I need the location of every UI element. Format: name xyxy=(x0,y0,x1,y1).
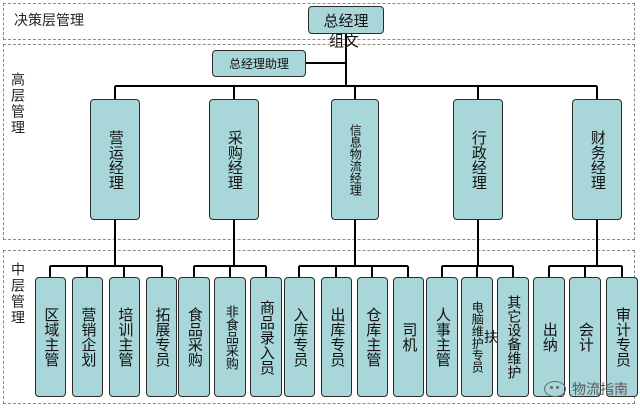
leaf-label: 人事主管 xyxy=(433,307,452,367)
general-manager-label: 总经理 xyxy=(323,11,369,30)
assistant-box: 总经理助理 xyxy=(212,50,306,77)
manager-box-finance: 财务经理 xyxy=(572,99,622,220)
leaf-box: 仓库主管 xyxy=(357,277,388,397)
leaf-box: 其它设备维护 xyxy=(497,277,529,397)
leaf-label: 入库专员 xyxy=(291,307,310,367)
manager-label: 行政经理 xyxy=(469,129,488,190)
manager-box-purchasing: 采购经理 xyxy=(209,99,259,220)
leaf-box: 拓展专员 xyxy=(146,277,177,397)
decision-layer-section xyxy=(3,3,635,40)
leaf-box: 区域主管 xyxy=(35,277,66,397)
watermark: 物流指南 xyxy=(544,379,628,399)
leaf-box: 司机 xyxy=(393,277,424,397)
leaf-label: 出纳 xyxy=(540,322,559,352)
middle-layer-label: 中层管理 xyxy=(9,262,25,326)
manager-label: 信息物流经理 xyxy=(348,123,363,196)
leaf-box: 出库专员 xyxy=(321,277,352,397)
manager-box-logistics: 信息物流经理 xyxy=(331,99,379,220)
leaf-label: 司机 xyxy=(400,322,419,352)
leaf-box: 非食品采购 xyxy=(214,277,246,397)
leaf-label: 营销企划 xyxy=(79,307,98,367)
leaf-label: 电脑维护专员 xyxy=(470,301,485,373)
leaf-box: 电脑维护专员 xyxy=(461,277,493,397)
leaf-label: 非食品采购 xyxy=(222,304,238,370)
leaf-box: 培训主管 xyxy=(109,277,140,397)
leaf-label: 审计专员 xyxy=(613,307,632,367)
general-manager-box: 总经理 xyxy=(308,6,384,34)
leaf-box: 会计 xyxy=(569,277,601,397)
leaf-label: 拓展专员 xyxy=(153,307,172,367)
decision-layer-label: 决策层管理 xyxy=(14,13,84,29)
leaf-label: 出库专员 xyxy=(328,307,347,367)
leaf-box: 入库专员 xyxy=(284,277,315,397)
wechat-icon xyxy=(544,381,566,397)
manager-label: 财务经理 xyxy=(588,129,607,190)
leaf-label: 仓库主管 xyxy=(364,307,383,367)
manager-box-admin: 行政经理 xyxy=(453,99,503,220)
leaf-label: 商品录入员 xyxy=(257,299,276,375)
high-layer-label: 高层管理 xyxy=(9,72,25,136)
leaf-box: 出纳 xyxy=(533,277,565,397)
manager-label: 营运经理 xyxy=(106,129,125,190)
leaf-overlap-text: 扶 xyxy=(484,330,498,346)
leaf-box: 审计专员 xyxy=(606,277,638,397)
leaf-label: 食品采购 xyxy=(185,307,204,367)
leaf-box: 食品采购 xyxy=(178,277,210,397)
leaf-box: 人事主管 xyxy=(426,277,458,397)
leaf-label: 会计 xyxy=(576,322,595,352)
watermark-text: 物流指南 xyxy=(572,382,628,398)
leaf-box: 商品录入员 xyxy=(250,277,282,397)
leaf-label: 区域主管 xyxy=(42,307,61,367)
high-layer-section xyxy=(3,44,635,240)
leaf-label: 其它设备维护 xyxy=(505,295,522,379)
leaf-label: 培训主管 xyxy=(116,307,135,367)
leaf-box: 营销企划 xyxy=(72,277,103,397)
manager-label: 采购经理 xyxy=(225,129,244,190)
assistant-label: 总经理助理 xyxy=(228,57,289,71)
manager-box-operations: 营运经理 xyxy=(90,99,140,220)
general-manager-overlap-text: 组文 xyxy=(329,32,360,50)
